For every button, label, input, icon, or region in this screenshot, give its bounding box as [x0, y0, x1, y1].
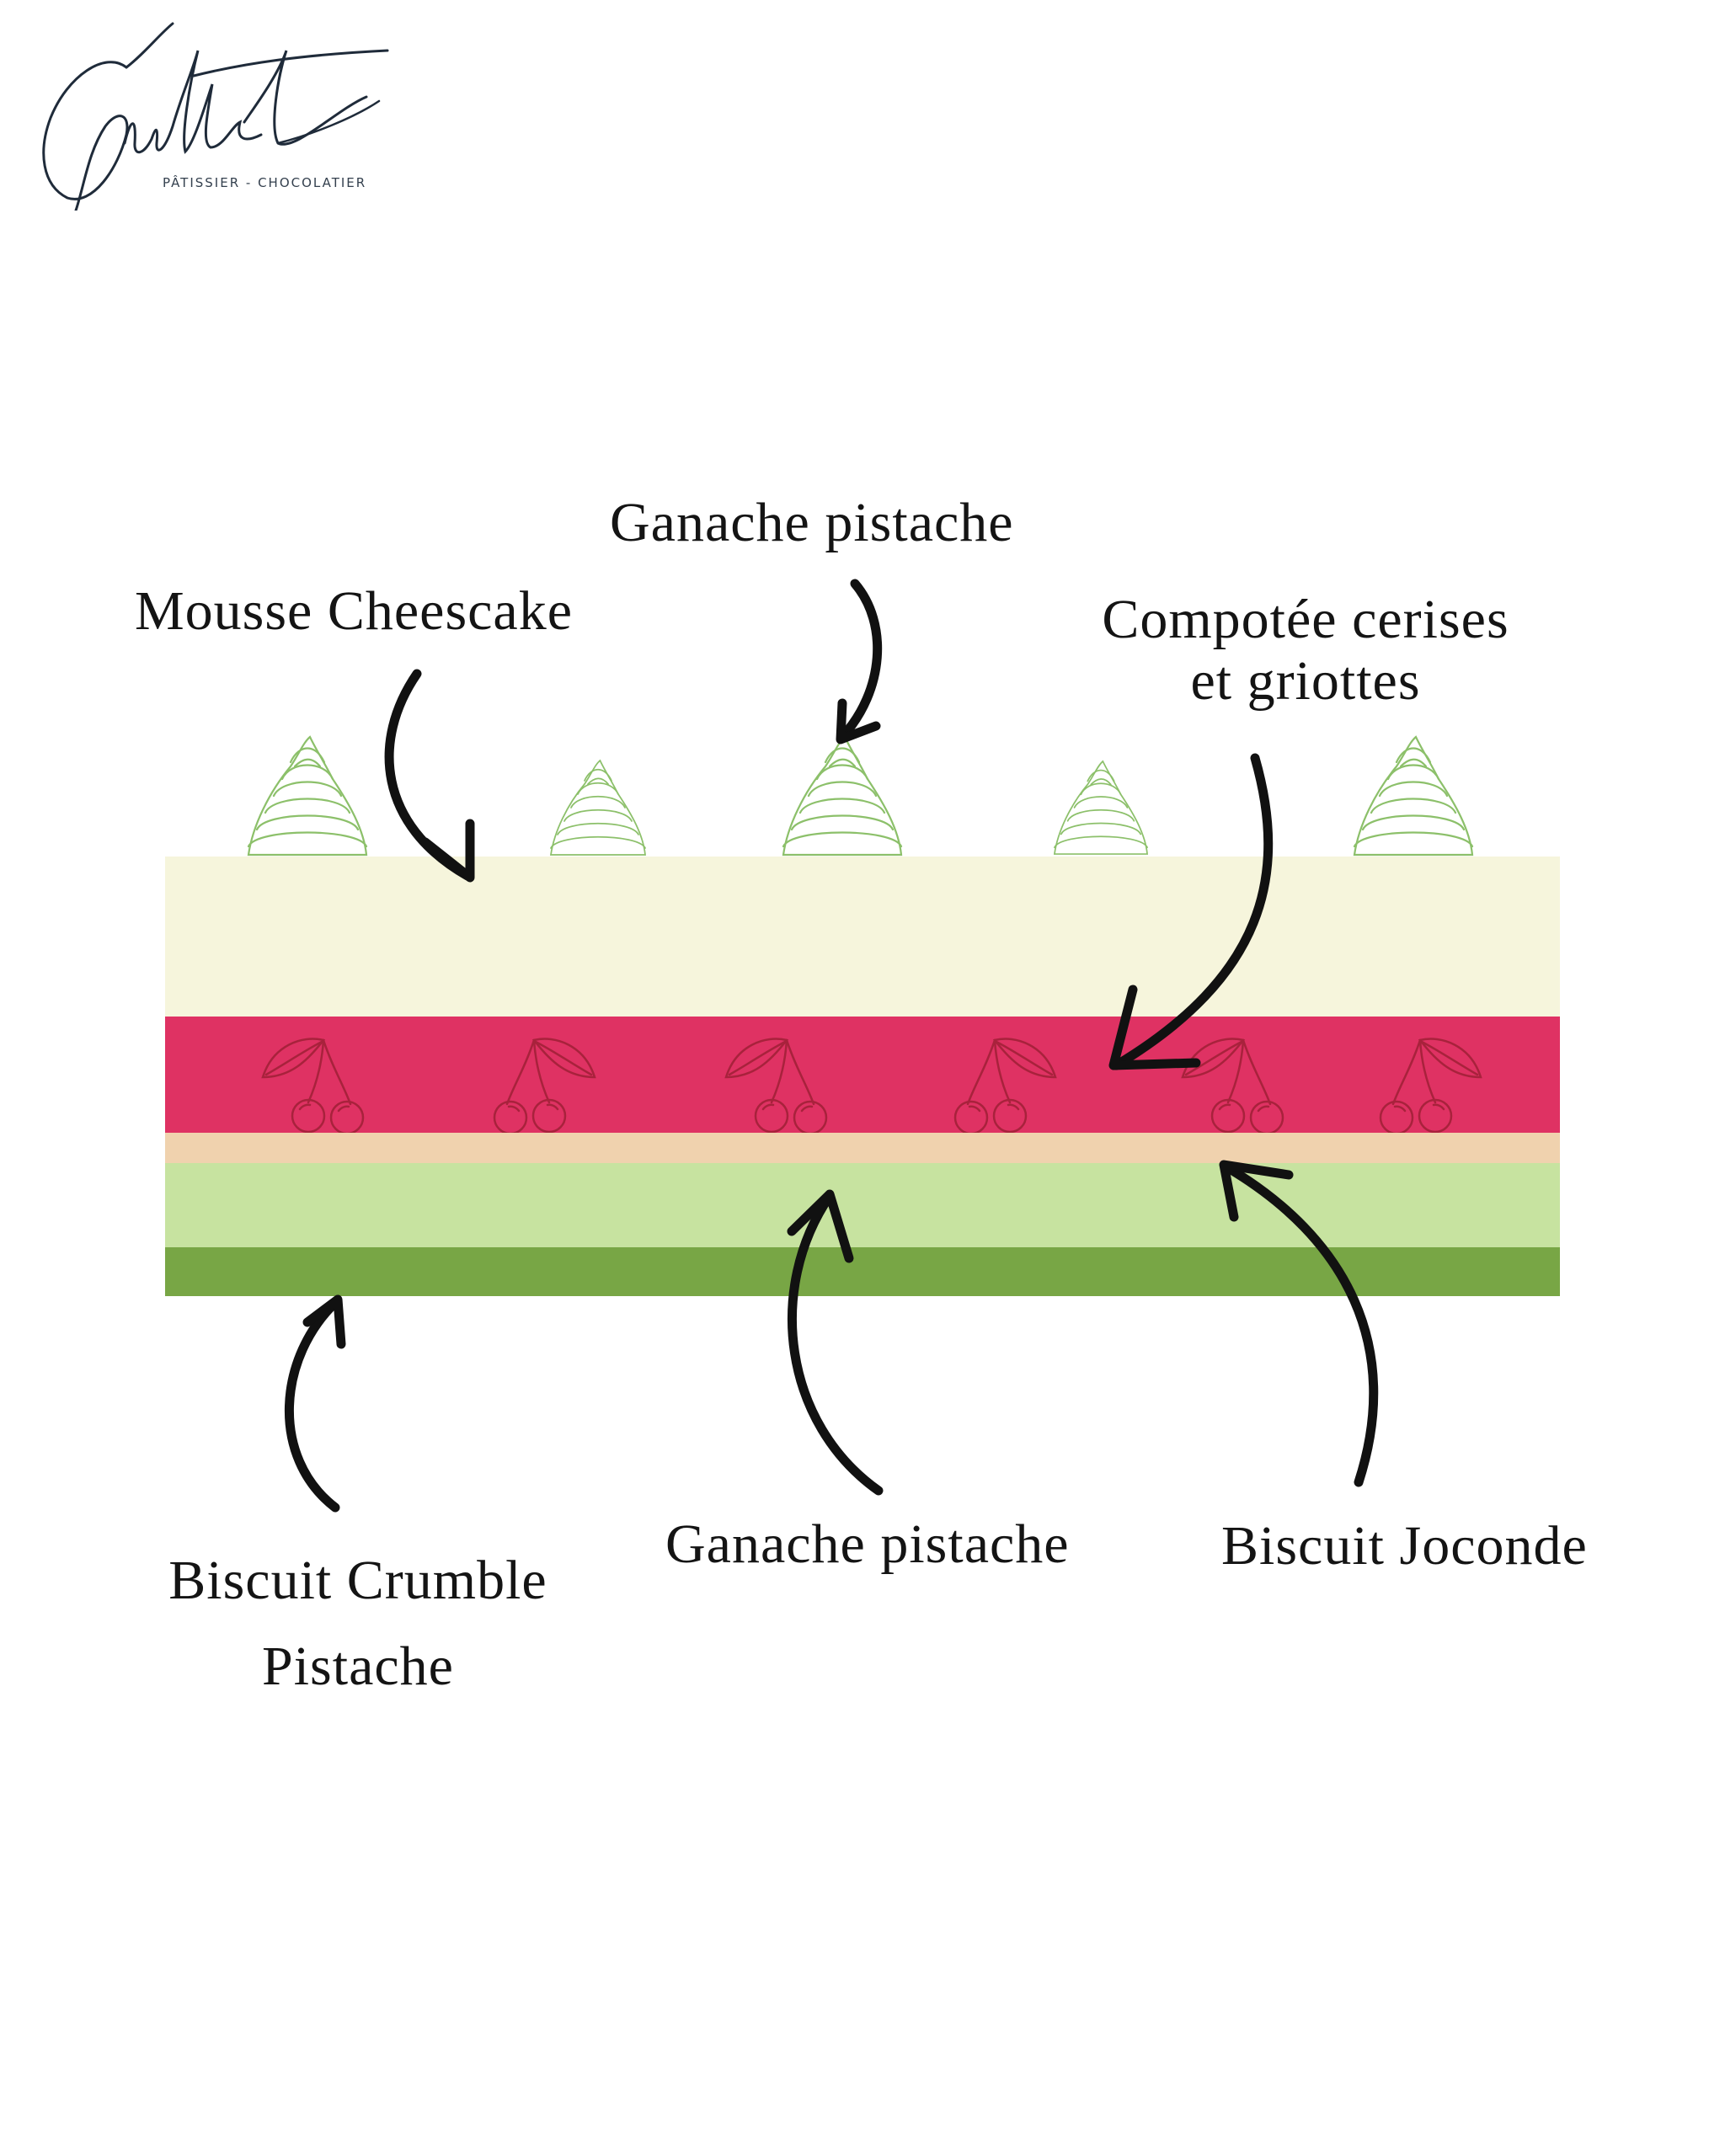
label-biscuit-joconde: Biscuit Joconde [1221, 1515, 1588, 1577]
cream-swirl-icon [779, 733, 905, 859]
cake-cross-section [165, 857, 1560, 1296]
cherry-icon [719, 1028, 846, 1135]
label-mousse-cheesecake: Mousse Cheescake [135, 580, 574, 642]
layer-biscuit-joconde [165, 1133, 1560, 1163]
label-crumble-line1: Biscuit Crumble [168, 1550, 547, 1611]
cream-swirl-icon [1350, 733, 1477, 859]
layer-compotee-cerises [165, 1017, 1560, 1135]
label-ganache-pistache-top: Ganache pistache [610, 492, 1014, 553]
label-compotee: Compotée cerises et griottes [1087, 589, 1525, 712]
cherry-icon [936, 1028, 1062, 1135]
arrow-mousse-icon [384, 669, 475, 883]
cream-swirl-icon [244, 733, 371, 859]
label-biscuit-crumble: Biscuit Crumble Pistache [131, 1538, 585, 1710]
layer-ganache-pistache [165, 1163, 1560, 1247]
label-crumble-line2: Pistache [262, 1636, 454, 1698]
cherry-icon [1361, 1028, 1487, 1135]
cherry-icon [475, 1028, 601, 1135]
layer-mousse-cheesecake [165, 857, 1560, 1017]
arrow-ganache-top-icon [836, 579, 883, 744]
cream-swirl-icon [547, 756, 649, 859]
cherry-icon [256, 1028, 382, 1135]
label-ganache-pistache-bottom: Ganache pistache [665, 1513, 1070, 1575]
cherry-icon [1176, 1028, 1302, 1135]
brand-logo: PÂTISSIER - CHOCOLATIER [25, 17, 396, 211]
label-compotee-line2: et griottes [1190, 649, 1421, 712]
cream-swirl-icon [1051, 756, 1151, 859]
label-compotee-line1: Compotée cerises [1102, 589, 1509, 650]
signature-logo [42, 22, 389, 211]
arrow-crumble-icon [285, 1294, 346, 1513]
layer-biscuit-crumble [165, 1247, 1560, 1296]
brand-subtitle: PÂTISSIER - CHOCOLATIER [163, 175, 367, 190]
